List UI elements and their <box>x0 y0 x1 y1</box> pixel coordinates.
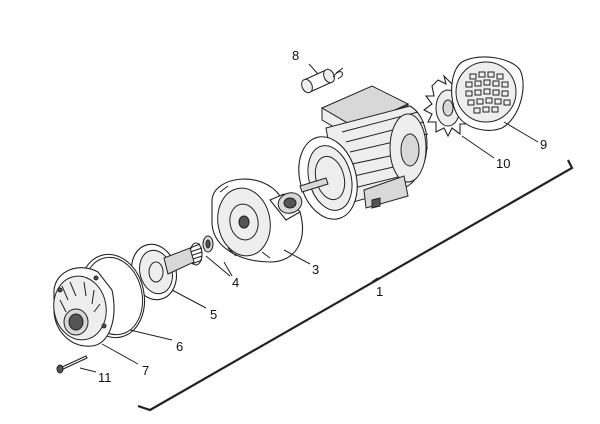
screw <box>56 355 88 374</box>
leader-lines <box>79 63 539 373</box>
callout-4: 4 <box>232 275 239 290</box>
motor <box>298 85 429 220</box>
pump-housing <box>211 178 303 263</box>
assembly-bracket <box>137 159 574 412</box>
front-cover <box>53 267 115 347</box>
callout-11: 11 <box>98 370 112 385</box>
callout-labels: 1 3 4 5 6 7 8 9 10 11 <box>98 48 547 385</box>
callout-5: 5 <box>210 307 217 322</box>
callout-6: 6 <box>176 339 183 354</box>
callout-3: 3 <box>312 262 319 277</box>
callout-7: 7 <box>142 363 149 378</box>
callout-8: 8 <box>292 48 299 63</box>
capacitor <box>301 67 344 94</box>
fan-cover <box>451 56 524 131</box>
callout-1: 1 <box>376 284 383 299</box>
callout-10: 10 <box>496 156 510 171</box>
callout-9: 9 <box>540 137 547 152</box>
